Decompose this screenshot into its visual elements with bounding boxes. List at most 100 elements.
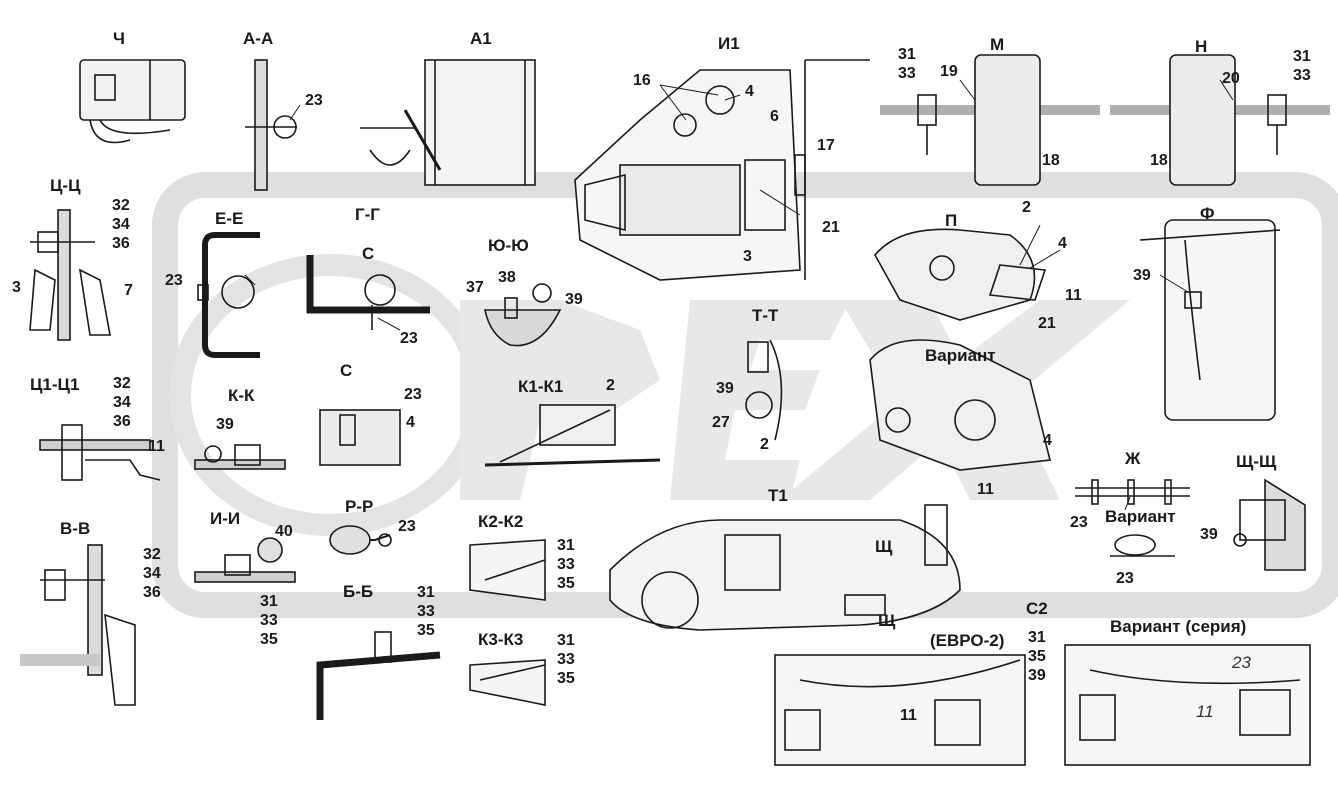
callout-tt-2: 2 (760, 436, 769, 453)
callout-stack-c2: 31 35 39 (1028, 630, 1046, 684)
callout-aa-23: 23 (305, 92, 323, 109)
section-label-bb: Б-Б (343, 582, 374, 601)
section-label-k2: К2-К2 (478, 512, 524, 531)
callout-p-21: 21 (1038, 315, 1056, 332)
callout-shsh-39: 39 (1200, 526, 1218, 543)
section-gg-drawing (306, 255, 430, 330)
section-label-c-mid: С (340, 361, 353, 380)
view-label-sh-2: Щ (878, 611, 896, 630)
section-label-tt: Т-Т (752, 306, 779, 325)
callout-stack-ts1: 32 34 36 (113, 376, 131, 430)
callout-series-23: 23 (1232, 653, 1251, 672)
callout-kk-39: 39 (216, 416, 234, 433)
callout-ii-31: 31 (260, 593, 278, 610)
callout-bb-33: 33 (417, 603, 435, 620)
callout-ts1-11: 11 (148, 438, 165, 455)
callout-series-11: 11 (1196, 702, 1214, 721)
callout-tsts-34: 34 (112, 216, 130, 233)
callout-k3-33: 33 (557, 651, 575, 668)
view-label-sh-1: Щ (875, 537, 893, 556)
section-label-yuyu: Ю-Ю (488, 236, 529, 255)
section-label-aa: А-А (243, 29, 274, 48)
section-tsts-drawing (29, 209, 111, 341)
lower-assembly-t1-drawing (609, 504, 961, 631)
callout-stack-k2: 31 33 35 (557, 538, 575, 592)
section-label-i1: И1 (718, 34, 740, 53)
section-label-rr: Р-Р (345, 497, 374, 516)
section-label-ee: Е-Е (215, 209, 244, 228)
callout-i1-17: 17 (817, 137, 835, 154)
section-label-shsh: Щ-Щ (1236, 452, 1277, 471)
callout-m-18: 18 (1042, 152, 1060, 169)
engine-c2-drawing (774, 654, 1026, 766)
engine-series-drawing (1064, 644, 1311, 766)
callout-stack-n: 31 33 (1293, 49, 1311, 84)
callout-variant-4: 4 (1043, 432, 1052, 449)
section-label-p: П (945, 211, 958, 230)
section-bb-drawing (316, 631, 441, 720)
section-aa-drawing (245, 59, 297, 191)
callout-k3-35: 35 (557, 670, 575, 687)
callout-c2-35: 35 (1028, 648, 1046, 665)
callout-c2-11: 11 (900, 707, 917, 724)
section-label-c-top: С (362, 244, 375, 263)
section-label-gg: Г-Г (355, 205, 380, 224)
section-f-drawing (1139, 219, 1281, 421)
leader-lines (244, 79, 1234, 511)
callout-stack-vv: 32 34 36 (143, 547, 161, 601)
section-label-m: М (990, 35, 1005, 54)
section-label-f: Ф (1200, 204, 1215, 223)
callout-vv-36: 36 (143, 584, 161, 601)
callout-m-19: 19 (940, 63, 958, 80)
section-label-ch: Ч (113, 29, 125, 48)
section-label-ts1: Ц1-Ц1 (30, 375, 80, 394)
section-label-k3: К3-К3 (478, 630, 524, 649)
section-n-drawing (1110, 54, 1330, 186)
section-label-n: Н (1195, 37, 1208, 56)
callout-tsts-3: 3 (12, 279, 21, 296)
callout-i1-4: 4 (745, 83, 754, 100)
callout-rr-23: 23 (398, 518, 416, 535)
callout-stack-bb: 31 33 35 (417, 585, 435, 639)
section-label-a1: А1 (470, 29, 492, 48)
section-zh-drawing (1075, 479, 1190, 557)
section-label-kk: К-К (228, 386, 255, 405)
section-k2-drawing (469, 539, 546, 601)
callout-stack-k3: 31 33 35 (557, 633, 575, 687)
callout-k2-31: 31 (557, 537, 575, 554)
callout-i1-3: 3 (743, 248, 752, 265)
callout-k2-33: 33 (557, 556, 575, 573)
callout-variant-11: 11 (977, 481, 994, 498)
callout-m-33: 33 (898, 65, 916, 82)
section-m-drawing (880, 54, 1100, 186)
callout-stack-ii: 31 33 35 (260, 594, 278, 648)
variant-series-label: Вариант (серия) (1110, 617, 1247, 636)
callout-tsts-7: 7 (124, 282, 133, 299)
callout-bb-35: 35 (417, 622, 435, 639)
callout-c-4: 4 (406, 414, 415, 431)
callout-k1-2: 2 (606, 377, 615, 394)
callout-ts1-32: 32 (113, 375, 131, 392)
section-rr-drawing (329, 525, 392, 555)
section-label-ii: И-И (210, 509, 241, 528)
callout-n-31: 31 (1293, 48, 1311, 65)
section-label-k1: К1-К1 (518, 377, 564, 396)
callout-bb-31: 31 (417, 584, 435, 601)
callout-zh-variant-23: 23 (1116, 570, 1134, 587)
variant-label-1: Вариант (925, 346, 996, 365)
callout-ee-23: 23 (165, 272, 183, 289)
callout-k2-35: 35 (557, 575, 575, 592)
callout-yuyu-38: 38 (498, 269, 516, 286)
callout-tsts-36: 36 (112, 235, 130, 252)
section-label-tsts: Ц-Ц (50, 176, 81, 195)
section-yuyu-drawing (484, 283, 562, 347)
callout-gg-23: 23 (400, 330, 418, 347)
section-label-zh: Ж (1125, 449, 1141, 468)
section-vv-drawing (20, 544, 136, 706)
callout-i1-21: 21 (822, 219, 840, 236)
section-tt-drawing (745, 339, 783, 441)
variant-label-2: Вариант (1105, 507, 1176, 526)
section-ts1-drawing (39, 424, 161, 481)
callout-f-39: 39 (1133, 267, 1151, 284)
